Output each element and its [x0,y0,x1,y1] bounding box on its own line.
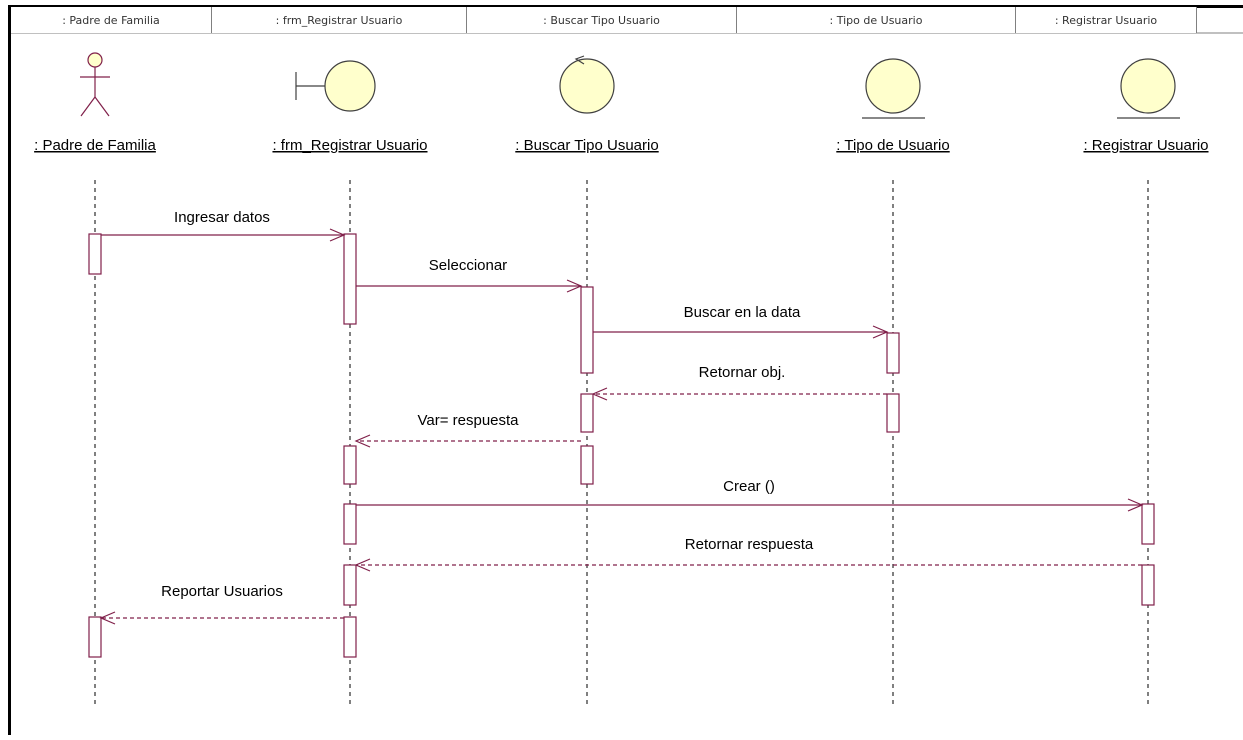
message-label: Retornar obj. [699,364,786,381]
lifeline-label: : Registrar Usuario [1083,137,1208,154]
activation-bar [88,233,102,275]
message-sync: Buscar en la data [593,304,889,339]
message-label: Buscar en la data [684,304,801,321]
activations [88,233,1155,658]
header-column-label: : Tipo de Usuario [829,13,923,27]
activation-bar [580,393,594,433]
message-label: Var= respuesta [417,412,519,429]
message-label: Retornar respuesta [685,536,814,553]
message-label: Reportar Usuarios [161,583,283,600]
entity-icon [1117,58,1180,119]
activation-bar [1141,564,1155,606]
activation-bar [88,616,102,658]
activation-bar [343,503,357,545]
header-column: : Buscar Tipo Usuario [467,7,737,33]
activation-bar [343,445,357,485]
actor-icon [80,52,110,117]
activation-bar [1141,503,1155,545]
header-column: : Registrar Usuario [1016,7,1197,33]
activation-bar [343,233,357,325]
control-icon [559,55,615,114]
message-return: Reportar Usuarios [99,583,344,625]
message-sync: Seleccionar [356,257,583,293]
lifeline-label: : Tipo de Usuario [836,137,949,154]
lifeline-label: : Buscar Tipo Usuario [515,137,658,154]
message-label: Ingresar datos [174,209,270,226]
header-column-label: : Buscar Tipo Usuario [543,13,660,27]
header-column-label: : Registrar Usuario [1054,13,1158,27]
message-sync: Ingresar datos [101,209,346,242]
frame-left-border [8,5,11,735]
frame-top-border [8,5,1243,8]
header-column: : Tipo de Usuario [737,7,1016,33]
entity-icon [862,58,925,119]
message-return: Retornar obj. [591,364,887,401]
boundary-icon [295,60,376,112]
lifelines [94,180,1149,705]
activation-bar [343,564,357,606]
activation-bar [580,286,594,374]
message-label: Seleccionar [429,257,507,274]
message-label: Crear () [723,478,775,495]
header-column-label: : frm_Registrar Usuario [275,13,403,27]
lifeline-label: : frm_Registrar Usuario [272,137,427,154]
message-sync: Crear () [356,478,1144,512]
activation-bar [886,332,900,374]
header-column: : Padre de Familia [11,7,212,33]
message-return: Retornar respuesta [354,536,1142,572]
activation-bar [343,616,357,658]
header-column-label: : Padre de Familia [62,13,160,27]
header-column: : frm_Registrar Usuario [212,7,467,33]
lifeline-label: : Padre de Familia [34,137,156,154]
activation-bar [580,445,594,485]
message-return: Var= respuesta [354,412,581,448]
activation-bar [886,393,900,433]
